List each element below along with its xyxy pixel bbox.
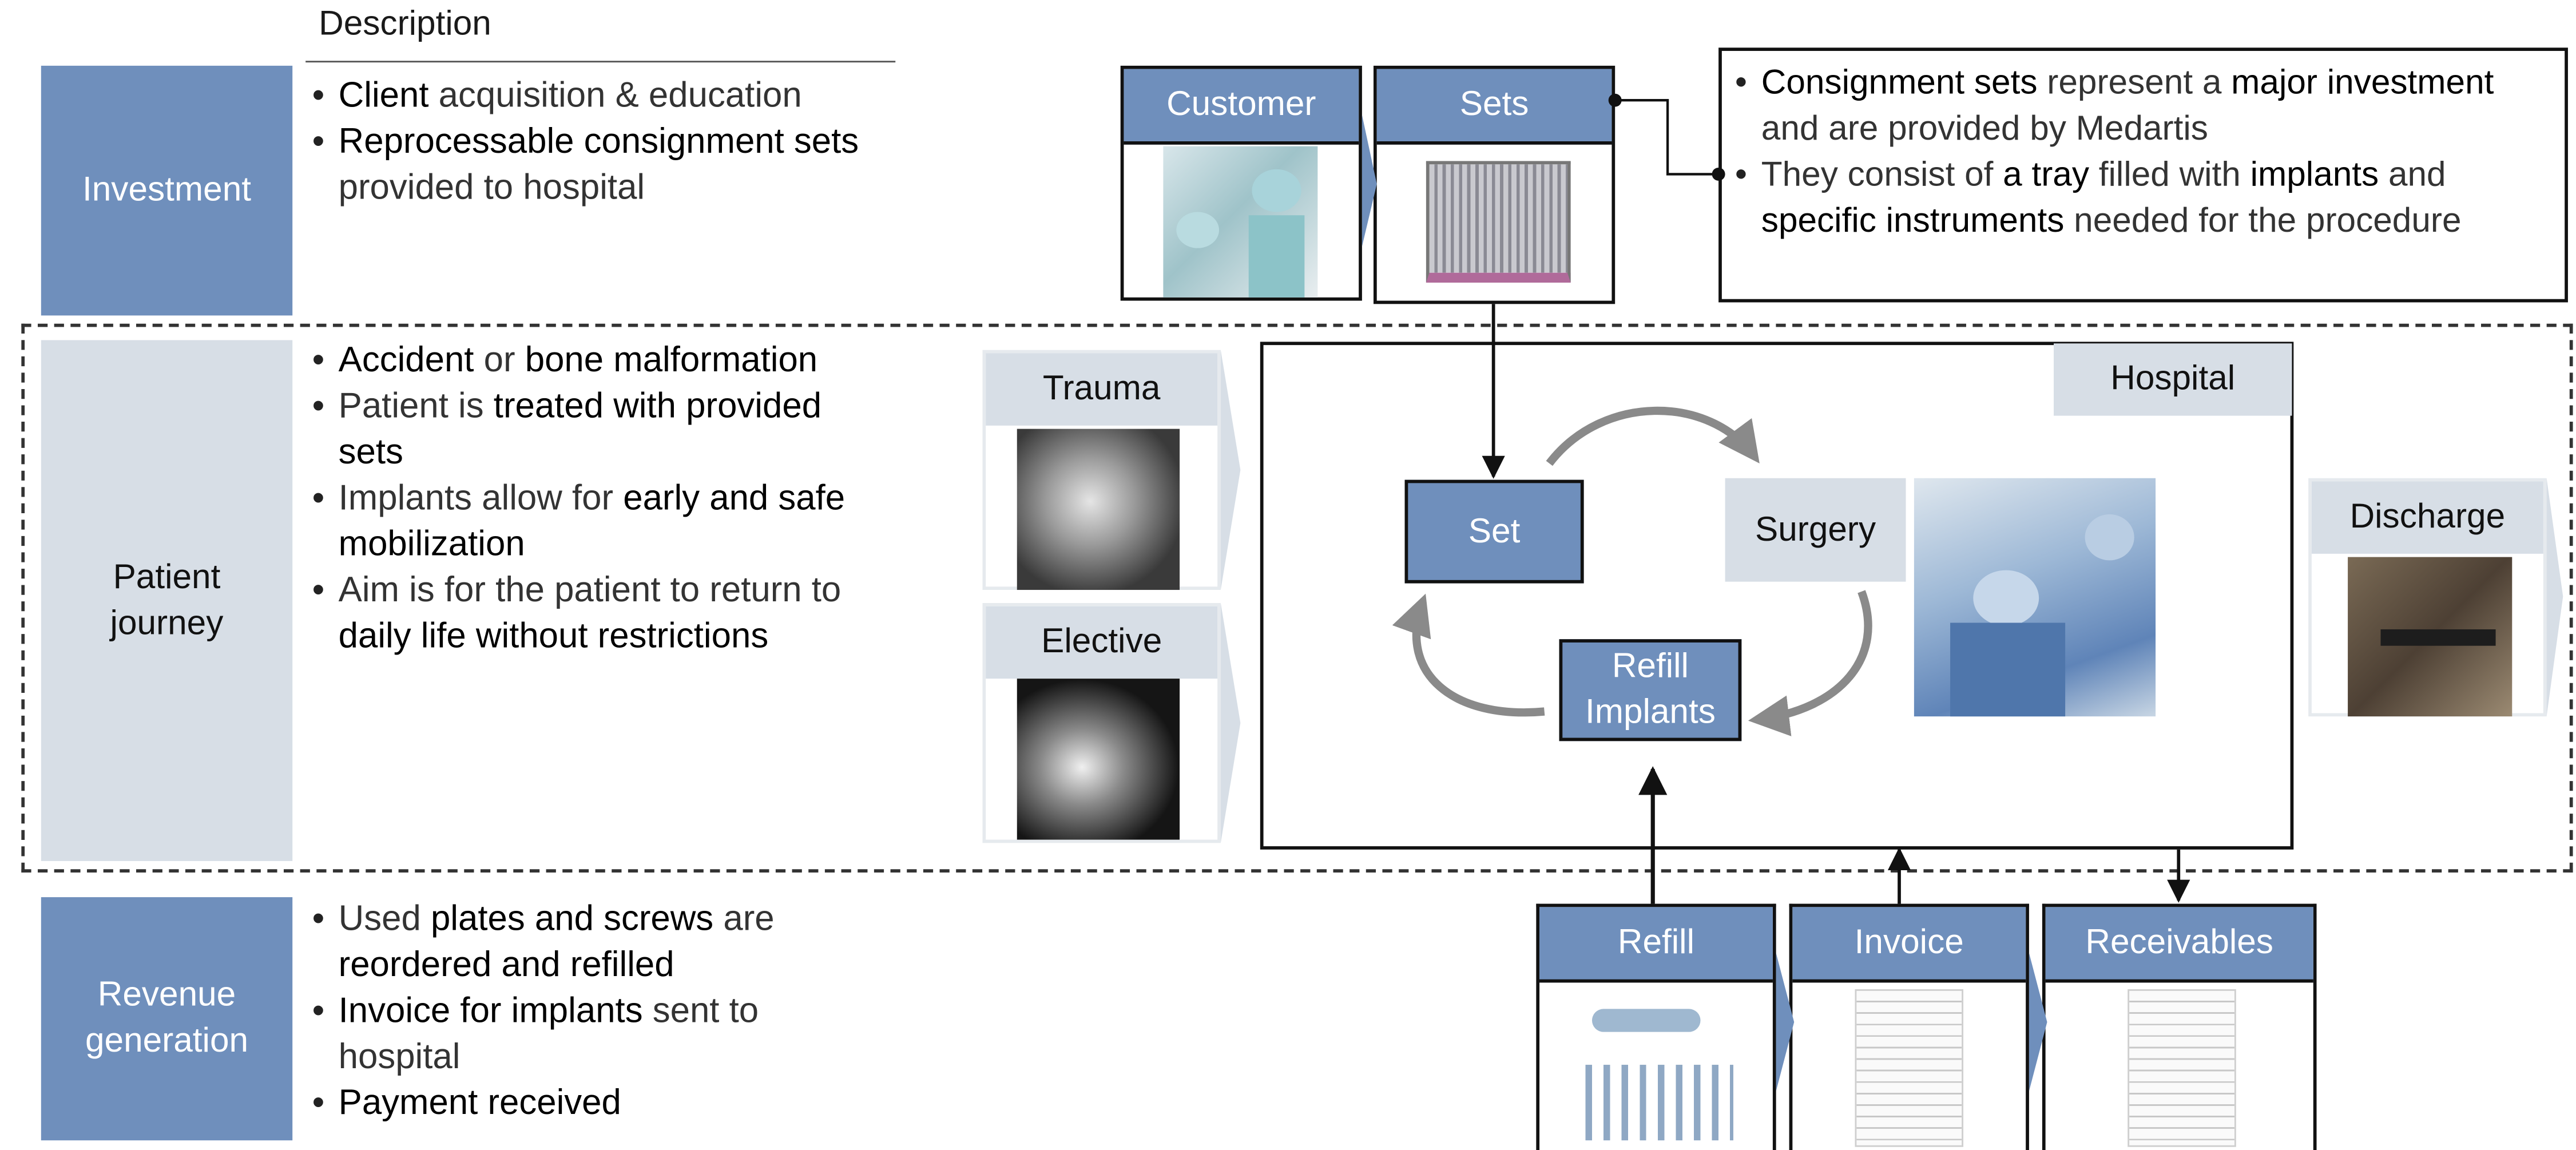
elective-label: Elective bbox=[986, 606, 1218, 679]
trauma-xray-image bbox=[1017, 429, 1180, 590]
sets-card-title: Sets bbox=[1376, 69, 1612, 145]
set-node: Set bbox=[1404, 479, 1584, 584]
elective-xray-image bbox=[1017, 679, 1180, 840]
trauma-panel: Trauma bbox=[982, 350, 1221, 590]
callout-dot-end bbox=[1712, 167, 1725, 181]
list-item: Accident or bone malformation bbox=[312, 337, 896, 383]
receivables-card: Receivables bbox=[2042, 903, 2317, 1150]
list-item: Invoice for implants sent to hospital bbox=[312, 988, 838, 1080]
chevron-invoice-to-receivables bbox=[2029, 953, 2047, 1092]
chevron-refill-to-invoice bbox=[1776, 953, 1795, 1092]
list-item: Consignment sets represent a major inves… bbox=[1735, 61, 2551, 153]
callout-dot-start bbox=[1608, 93, 1622, 107]
row-label-patient-journey: Patient journey bbox=[41, 340, 293, 861]
surgeons-photo bbox=[1163, 146, 1318, 298]
cycle-arrow-set-to-surgery bbox=[1546, 406, 1760, 466]
callout-connector bbox=[1615, 99, 1719, 176]
patient-journey-frame bbox=[21, 323, 2573, 873]
refill-card: Refill bbox=[1536, 903, 1776, 1150]
sets-card: Sets bbox=[1373, 65, 1616, 304]
refill-card-title: Refill bbox=[1539, 907, 1773, 983]
discharge-panel: Discharge bbox=[2308, 478, 2547, 717]
invoice-card: Invoice bbox=[1789, 903, 2029, 1150]
discharge-label: Discharge bbox=[2311, 481, 2543, 554]
list-item: They consist of a tray filled with impla… bbox=[1735, 153, 2551, 245]
description-header: Description bbox=[319, 5, 491, 43]
customer-card-title: Customer bbox=[1124, 69, 1359, 145]
refill-implants-node: Refill Implants bbox=[1559, 639, 1742, 741]
operating-room-photo bbox=[1914, 478, 2156, 717]
list-item: Implants allow for early and safe mobili… bbox=[312, 475, 896, 567]
row-label-revenue-generation: Revenue generation bbox=[41, 897, 293, 1141]
list-item: Client acquisition & education bbox=[312, 72, 904, 118]
invoice-card-title: Invoice bbox=[1792, 907, 2026, 983]
callout-list: Consignment sets represent a major inves… bbox=[1735, 61, 2551, 245]
invoice-document-image bbox=[1855, 989, 1964, 1147]
list-item: Patient is treated with provided sets bbox=[312, 383, 896, 475]
customer-card: Customer bbox=[1120, 65, 1362, 301]
description-header-rule bbox=[305, 61, 896, 63]
cycle-arrow-surgery-to-refill bbox=[1748, 590, 1872, 736]
plate-and-screws-image bbox=[1585, 1009, 1733, 1141]
list-item: Payment received bbox=[312, 1080, 838, 1125]
chevron-trauma bbox=[1220, 350, 1241, 590]
revenue-description-list: Used plates and screws are reordered and… bbox=[312, 895, 838, 1125]
list-item: Used plates and screws are reordered and… bbox=[312, 895, 838, 988]
chevron-discharge bbox=[2546, 478, 2563, 717]
investment-description-list: Client acquisition & education Reprocess… bbox=[312, 72, 904, 210]
row-label-investment: Investment bbox=[41, 65, 293, 316]
patient-journey-description-list: Accident or bone malformation Patient is… bbox=[312, 337, 896, 659]
hospital-box bbox=[1260, 342, 2294, 850]
list-item: Aim is for the patient to return to dail… bbox=[312, 567, 896, 659]
chevron-elective bbox=[1220, 603, 1241, 843]
consignment-tray-photo bbox=[1426, 161, 1571, 283]
chevron-customer-to-sets bbox=[1362, 115, 1377, 247]
list-item: Reprocessable consignment sets provided … bbox=[312, 118, 904, 211]
receivables-card-title: Receivables bbox=[2045, 907, 2313, 983]
surgery-node: Surgery bbox=[1725, 478, 1906, 582]
discharge-photo bbox=[2348, 557, 2513, 717]
elective-panel: Elective bbox=[982, 603, 1221, 843]
hospital-label: Hospital bbox=[2054, 343, 2292, 416]
cycle-arrow-refill-to-set bbox=[1392, 593, 1545, 717]
trauma-label: Trauma bbox=[986, 353, 1218, 426]
